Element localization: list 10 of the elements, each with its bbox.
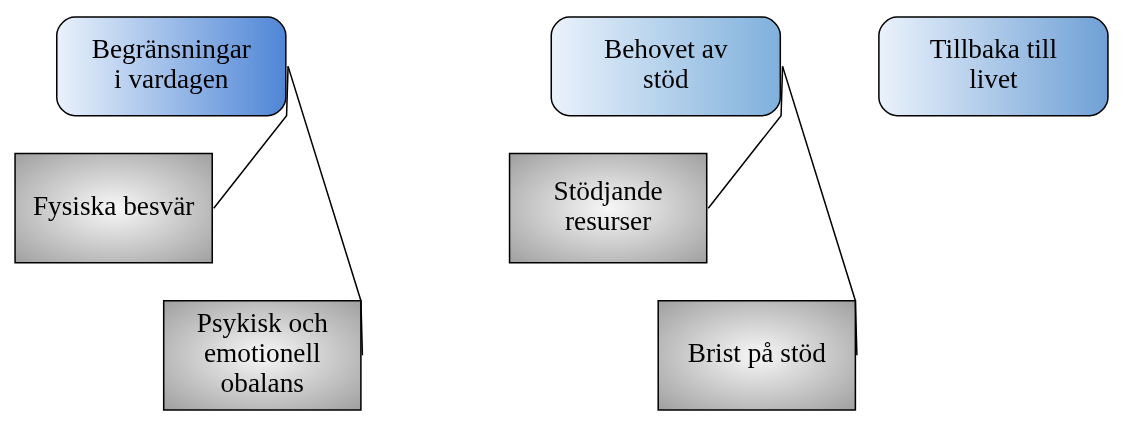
node-box: Brist på stöd: [657, 299, 857, 411]
connector: [213, 65, 289, 209]
node-box: Tillbaka till livet: [878, 16, 1109, 117]
node-box: Behovet av stöd: [550, 16, 782, 117]
connector: [287, 65, 364, 357]
connector: [781, 65, 858, 357]
node-box: Fysiska besvär: [14, 152, 213, 264]
node-box: Psykisk och emotionell obalans: [162, 299, 362, 411]
node-box: Begränsningar i vardagen: [56, 16, 287, 117]
node-box: Stödjande resurser: [508, 152, 708, 264]
